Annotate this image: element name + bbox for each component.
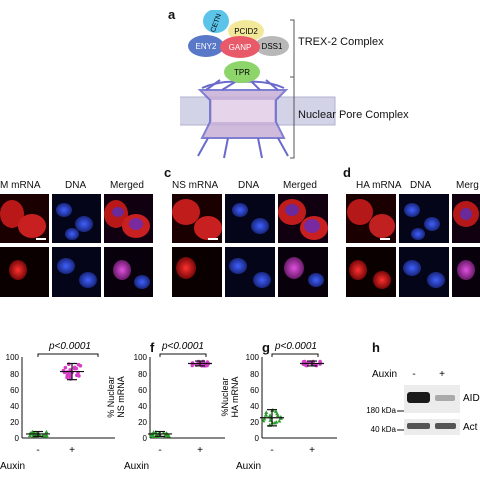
g-ytick-40: 40 xyxy=(250,402,259,411)
scatter-plots: p<0.0001 100 80 60 40 20 0 - + Auxin p<0… xyxy=(0,341,480,472)
blot-auxin-label: Auxin xyxy=(372,369,397,380)
panel-label-g: g xyxy=(262,340,270,355)
trex2-npc-schematic: CETN PCID2 ENY2 DSS1 GANP TPR xyxy=(180,10,336,159)
ganp-ellipse xyxy=(220,36,260,58)
panel-label-d: d xyxy=(343,165,351,180)
e-ytick-80: 80 xyxy=(10,370,19,379)
g-data-point xyxy=(264,412,269,417)
f-xcat-plus: + xyxy=(197,445,203,456)
blot-label-aid: AID xyxy=(463,393,480,404)
protein-eny2: ENY2 xyxy=(196,42,217,51)
f-ytick-60: 60 xyxy=(138,386,147,395)
f-data-point xyxy=(151,430,156,435)
g-data-point xyxy=(264,410,269,415)
blot-marker-40: 40 kDa xyxy=(371,425,397,434)
e-ytick-40: 40 xyxy=(10,402,19,411)
blot-act-band-plus xyxy=(435,423,456,429)
f-ytick-80: 80 xyxy=(138,370,147,379)
f-data-point xyxy=(149,433,154,438)
blot-label-act: Act xyxy=(463,422,478,433)
npc-label: Nuclear Pore Complex xyxy=(298,109,409,121)
trex2-complex-label: TREX-2 Complex xyxy=(298,36,384,48)
panel-label-c: c xyxy=(164,165,172,180)
eny2-ellipse xyxy=(188,35,224,57)
e-data-point xyxy=(63,365,68,370)
g-ytick-20: 20 xyxy=(250,418,259,427)
blot-act-band-minus xyxy=(407,423,430,429)
protein-dss1: DSS1 xyxy=(262,42,283,51)
c-label-merged: Merged xyxy=(283,180,317,191)
c-label-dna: DNA xyxy=(238,180,260,191)
panel-label-f: f xyxy=(150,340,155,355)
micrograph-grid xyxy=(0,194,480,297)
g-ylabel-1: %Nuclear xyxy=(220,377,230,416)
tpr-ellipse xyxy=(224,61,260,83)
f-ytick-100: 100 xyxy=(134,353,148,362)
blot-aid-band-plus xyxy=(435,395,455,401)
g-ytick-60: 60 xyxy=(250,386,259,395)
g-data-point xyxy=(268,414,273,418)
g-data-point xyxy=(275,411,280,416)
f-ylabel-2: NS mRNA xyxy=(116,376,126,418)
f-data-point xyxy=(190,363,195,368)
c-label-ns-mrna: NS mRNA xyxy=(172,180,219,191)
f-ytick-40: 40 xyxy=(138,402,147,411)
blot-lane-minus: - xyxy=(412,369,415,380)
d-label-dna: DNA xyxy=(410,180,432,191)
g-ytick-100: 100 xyxy=(246,353,260,362)
f-pvalue: p<0.0001 xyxy=(161,341,204,352)
g-data-point xyxy=(301,359,306,364)
f-ytick-0: 0 xyxy=(143,434,148,443)
d-label-ha-mrna: HA mRNA xyxy=(356,180,402,191)
blot-lane-plus: + xyxy=(439,369,445,380)
f-xcat-minus: - xyxy=(158,445,161,456)
e-data-point xyxy=(27,433,32,438)
e-ytick-60: 60 xyxy=(10,386,19,395)
e-xcat-plus: + xyxy=(69,445,75,456)
blot-marker-180: 180 kDa xyxy=(366,406,396,415)
d-label-merged: Merg xyxy=(456,180,479,191)
e-ytick-100: 100 xyxy=(6,353,20,362)
e-pvalue: p<0.0001 xyxy=(48,341,91,352)
g-xcat-plus: + xyxy=(309,445,315,456)
e-data-point xyxy=(74,366,79,371)
e-data-point xyxy=(43,433,48,438)
e-data-point xyxy=(74,373,79,378)
f-xlabel: Auxin xyxy=(124,461,149,472)
f-data-point xyxy=(166,433,171,438)
f-ylabel-1: % Nuclear xyxy=(106,376,116,418)
g-data-point xyxy=(275,413,280,418)
blot-aid-band-minus xyxy=(407,392,430,403)
e-xlabel: Auxin xyxy=(0,461,25,472)
f-ytick-20: 20 xyxy=(138,418,147,427)
protein-ganp: GANP xyxy=(229,43,252,52)
g-ylabel-2: HA mRNA xyxy=(230,376,240,417)
e-data-point xyxy=(68,374,72,378)
b-label-dna: DNA xyxy=(65,180,87,191)
g-data-point xyxy=(277,418,282,423)
cetn-ellipse xyxy=(203,10,229,33)
panel-label-h: h xyxy=(372,340,380,355)
protein-pcid2: PCID2 xyxy=(234,27,258,36)
panel-label-a: a xyxy=(168,7,176,22)
g-ytick-0: 0 xyxy=(255,434,260,443)
b-label-m-mrna: M mRNA xyxy=(0,180,41,191)
protein-tpr: TPR xyxy=(234,68,250,77)
g-data-point xyxy=(261,418,266,423)
g-pvalue: p<0.0001 xyxy=(274,341,317,352)
e-ytick-20: 20 xyxy=(10,418,19,427)
e-data-point xyxy=(44,429,49,434)
g-xcat-minus: - xyxy=(270,445,273,456)
g-data-point xyxy=(274,420,279,424)
e-data-point xyxy=(76,362,81,367)
dss1-ellipse xyxy=(255,36,289,56)
g-ytick-80: 80 xyxy=(250,370,259,379)
g-data-point xyxy=(273,409,278,414)
g-xlabel: Auxin xyxy=(236,461,261,472)
e-ytick-0: 0 xyxy=(15,434,20,443)
b-label-merged: Merged xyxy=(110,180,144,191)
e-xcat-minus: - xyxy=(36,445,39,456)
